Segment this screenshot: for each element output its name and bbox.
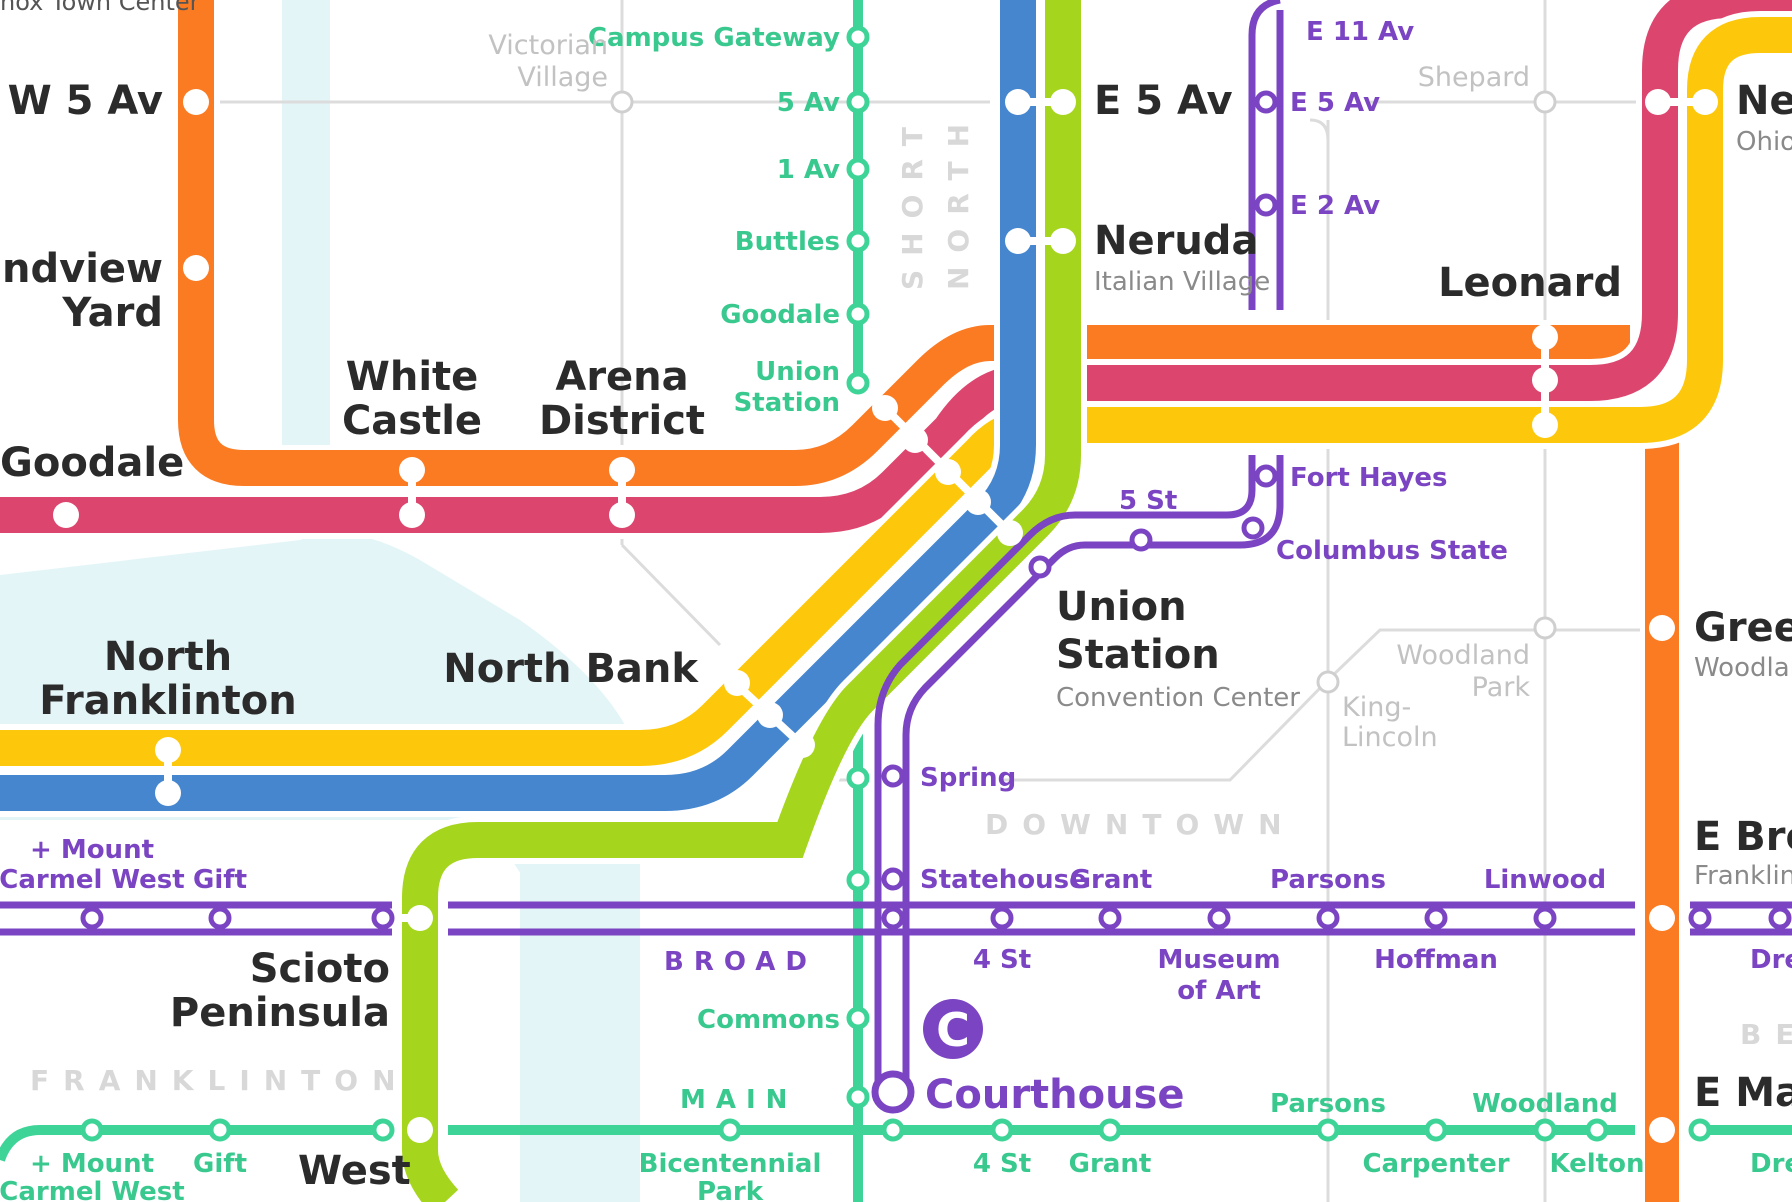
station-label-e-broad-cut: E Bro — [1694, 814, 1792, 860]
station-label-leonard: Leonard — [1438, 260, 1622, 306]
teal-main-label-woodland: Woodland — [1472, 1089, 1618, 1119]
purple-label-drex-cut: Drex — [1750, 945, 1792, 975]
red-line — [0, 0, 1792, 539]
station-sub-neruda: Italian Village — [1094, 267, 1270, 297]
station-label-west: West — [298, 1148, 411, 1194]
teal-stations — [80, 25, 1712, 1142]
station-label-green-cut: Greer — [1694, 605, 1792, 651]
purple-label-mount-1: + Mount — [30, 835, 154, 865]
c-line-badge-letter: C — [936, 1003, 970, 1057]
major-stations — [53, 89, 1718, 1143]
teal-label-campus-gateway: Campus Gateway — [588, 23, 840, 53]
teal-main-label-bicentennial-1: Bicentennial — [639, 1149, 822, 1179]
station-label-north-franklinton-1: North — [104, 634, 232, 680]
station-label-arena-2: District — [539, 398, 705, 444]
ghost-label-victorian-1: Victorian — [488, 30, 608, 61]
purple-label-mount-2: Carmel West — [0, 865, 185, 895]
teal-main-label-carpenter: Carpenter — [1362, 1149, 1509, 1179]
teal-label-buttles: Buttles — [735, 227, 840, 257]
teal-label-union-1: Union — [755, 357, 840, 387]
teal-main-label-parsons: Parsons — [1270, 1089, 1386, 1119]
purple-label-fort-hayes: Fort Hayes — [1290, 463, 1447, 493]
station-label-scioto-1: Scioto — [250, 946, 390, 992]
ghost-label-king-2: Lincoln — [1342, 722, 1438, 753]
station-sub-franklin-cut: Franklin P — [1694, 861, 1792, 891]
teal-main-label-grant: Grant — [1069, 1149, 1152, 1179]
teal-main-label-bicentennial-2: Park — [697, 1177, 764, 1202]
purple-line — [0, 0, 1792, 1090]
station-label-white-castle-1: White — [346, 354, 479, 400]
street-broad: BROAD — [664, 947, 817, 977]
district-short: SHORT — [896, 113, 929, 290]
station-sub-woodland-cut: Woodland — [1694, 653, 1792, 683]
c-line-badge — [923, 999, 983, 1059]
station-label-ne-cut: Nel — [1736, 78, 1792, 124]
teal-main-label-4st: 4 St — [973, 1149, 1031, 1179]
station-label-grandview-1: randview — [0, 246, 163, 292]
station-sub-ohio-cut: Ohio D — [1736, 127, 1792, 157]
station-label-union-1: Union — [1056, 584, 1187, 630]
station-label-scioto-2: Peninsula — [170, 990, 390, 1036]
ghost-stations — [610, 90, 1557, 694]
station-label-neruda: Neruda — [1094, 218, 1258, 264]
station-label-e5av: E 5 Av — [1094, 78, 1233, 124]
teal-label-union-2: Station — [734, 388, 840, 418]
purple-label-museum-1: Museum — [1157, 945, 1280, 975]
teal-main-label-drex-cut: Drex — [1750, 1149, 1792, 1179]
ghost-label-woodland-2: Park — [1472, 672, 1531, 703]
river-water — [0, 0, 640, 1202]
station-label-union-2: Station — [1056, 632, 1220, 678]
district-north: NORTH — [942, 110, 975, 290]
purple-label-grant: Grant — [1070, 865, 1153, 895]
teal-main-label-kelton: Kelton — [1549, 1149, 1644, 1179]
purple-label-spring: Spring — [920, 763, 1016, 793]
teal-main-label-mount-2: Carmel West — [0, 1177, 185, 1202]
purple-label-e11av: E 11 Av — [1306, 17, 1414, 47]
station-label-courthouse: Courthouse — [925, 1072, 1185, 1118]
purple-label-5st: 5 St — [1119, 486, 1177, 516]
teal-label-1av: 1 Av — [777, 155, 840, 185]
purple-label-4st: 4 St — [973, 945, 1031, 975]
purple-label-gift: Gift — [193, 865, 247, 895]
purple-label-linwood: Linwood — [1484, 865, 1606, 895]
station-label-e-main-cut: E Mai — [1694, 1070, 1792, 1116]
district-downtown: DOWNTOWN — [985, 808, 1296, 841]
ghost-label-woodland-1: Woodland — [1396, 640, 1530, 671]
teal-main-label-gift: Gift — [193, 1149, 247, 1179]
purple-label-e2av: E 2 Av — [1290, 191, 1380, 221]
station-label-w5av: W 5 Av — [8, 78, 163, 124]
ghost-label-victorian-2: Village — [517, 62, 608, 93]
purple-label-e5av: E 5 Av — [1290, 88, 1380, 118]
yellow-line — [0, 11, 1792, 772]
district-franklinton: FRANKLINTON — [30, 1064, 410, 1097]
orange-line — [173, 0, 1684, 1202]
courthouse-station-icon — [871, 1070, 915, 1114]
ghost-label-shepard: Shepard — [1418, 62, 1530, 93]
station-label-north-franklinton-2: Franklinton — [39, 678, 297, 724]
purple-label-hoffman: Hoffman — [1374, 945, 1498, 975]
blue-line — [0, 0, 1042, 817]
station-label-north-bank: North Bank — [443, 646, 699, 692]
purple-label-museum-2: of Art — [1177, 976, 1261, 1006]
purple-label-statehouse: Statehouse — [920, 865, 1087, 895]
purple-stations — [80, 90, 1792, 930]
station-label-goodale: Goodale — [0, 440, 184, 486]
teal-label-commons: Commons — [697, 1005, 840, 1035]
purple-label-columbus-state: Columbus State — [1276, 536, 1508, 566]
teal-label-goodale: Goodale — [720, 300, 840, 330]
teal-main-label-mount-1: + Mount — [30, 1149, 154, 1179]
teal-label-5av: 5 Av — [777, 88, 840, 118]
station-label-grandview-2: Yard — [61, 290, 163, 336]
station-label-white-castle-2: Castle — [342, 398, 482, 444]
station-label-arena-1: Arena — [555, 354, 688, 400]
street-main: MAIN — [680, 1085, 797, 1115]
lime-line — [396, 0, 1087, 1202]
station-label-top-cut: nox Town Center — [0, 0, 200, 16]
purple-label-parsons: Parsons — [1270, 865, 1386, 895]
district-be: BE — [1740, 1018, 1792, 1051]
station-sub-union: Convention Center — [1056, 683, 1300, 713]
ghost-label-king-1: King- — [1342, 692, 1411, 723]
